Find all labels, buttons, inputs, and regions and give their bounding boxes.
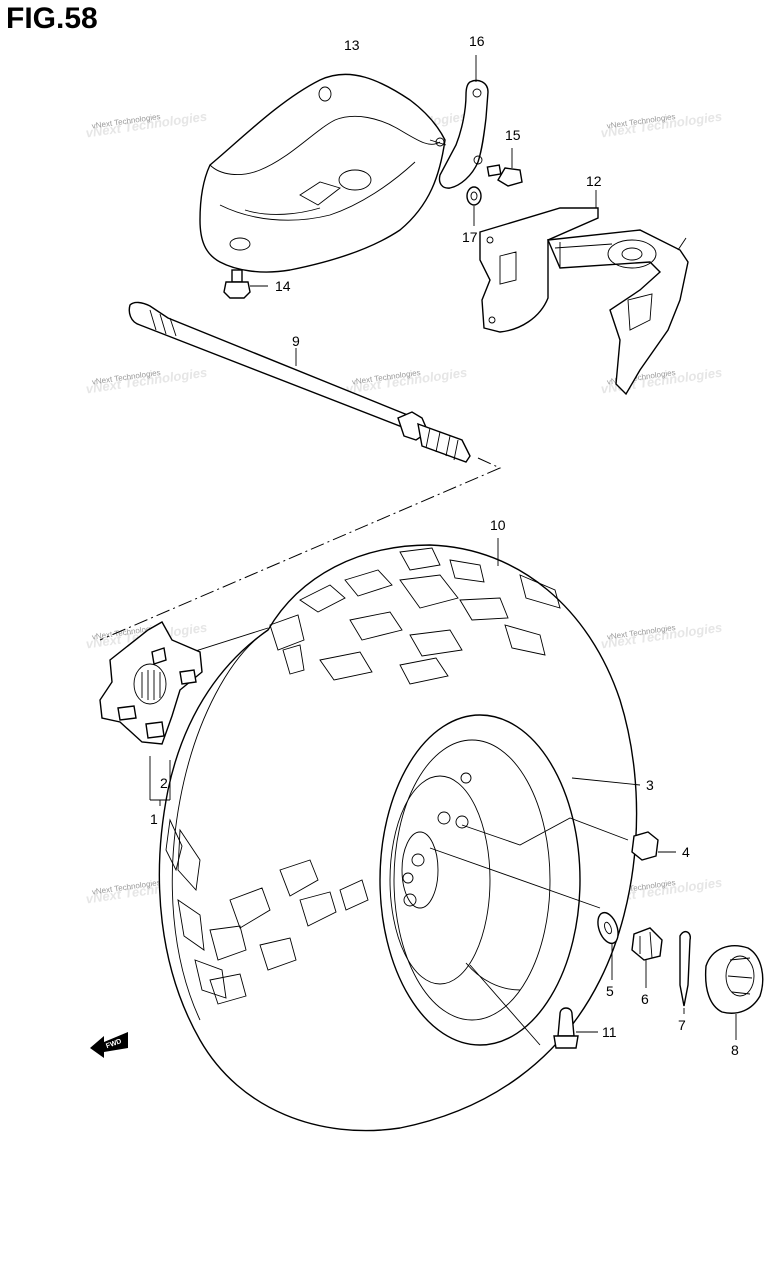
part-17-washer[interactable] xyxy=(466,186,482,226)
part-7-cotter-pin[interactable] xyxy=(679,930,692,1014)
callout-17: 17 xyxy=(462,229,478,245)
callout-4: 4 xyxy=(682,844,690,860)
fwd-badge: FWD xyxy=(90,1032,128,1058)
part-14-bolt[interactable] xyxy=(223,269,268,299)
part-6-castle-nut[interactable] xyxy=(631,927,663,988)
callout-16: 16 xyxy=(469,33,485,49)
part-5-washer[interactable] xyxy=(594,910,622,980)
part-16-bracket[interactable] xyxy=(438,55,489,189)
callout-7: 7 xyxy=(678,1017,686,1033)
callout-9: 9 xyxy=(292,333,300,349)
part-1-hub[interactable] xyxy=(99,621,203,806)
callout-2: 2 xyxy=(160,775,168,791)
callout-12: 12 xyxy=(586,173,602,189)
tread-blocks xyxy=(165,547,561,1005)
callout-13: 13 xyxy=(344,37,360,53)
part-9-shaft[interactable] xyxy=(99,301,502,641)
part-15-bolt[interactable] xyxy=(486,148,523,187)
callout-8: 8 xyxy=(731,1042,739,1058)
part-3-rim[interactable] xyxy=(379,714,641,1046)
part-13-guard[interactable] xyxy=(199,73,447,273)
part-11-valve[interactable] xyxy=(553,1007,598,1049)
callout-10: 10 xyxy=(490,517,506,533)
callout-6: 6 xyxy=(641,991,649,1007)
figure-title: FIG.58 xyxy=(6,2,98,35)
callout-5: 5 xyxy=(606,983,614,999)
part-8-hub-cap[interactable] xyxy=(704,945,764,1040)
part-12-bracket[interactable] xyxy=(479,190,689,396)
callout-11: 11 xyxy=(602,1024,617,1040)
callout-14: 14 xyxy=(275,278,291,294)
callouts: 13 16 15 12 17 14 9 10 2 1 3 4 5 6 7 8 1… xyxy=(150,33,739,1058)
part-4-nut[interactable] xyxy=(631,831,676,861)
callout-3: 3 xyxy=(646,777,654,793)
callout-15: 15 xyxy=(505,127,521,143)
callout-1: 1 xyxy=(150,811,158,827)
